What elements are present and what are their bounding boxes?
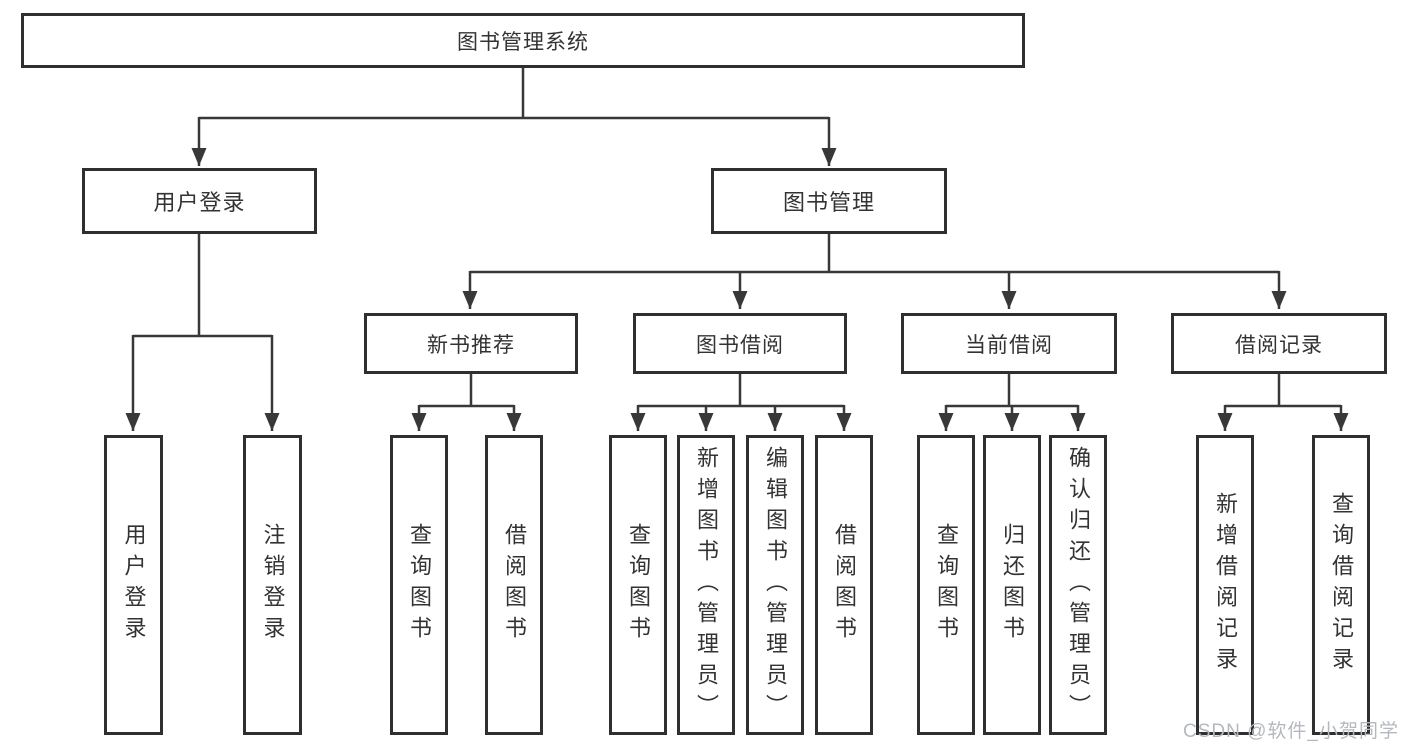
node-label: 查询图书 xyxy=(407,523,432,647)
node-query-borrow-record: 查询借阅记录 xyxy=(1312,435,1370,735)
node-label: 当前借阅 xyxy=(965,333,1053,357)
node-label: 借阅记录 xyxy=(1235,333,1323,357)
node-label: 图书借阅 xyxy=(696,333,784,357)
node-label: 查询图书 xyxy=(626,523,651,647)
node-library-management-system: 图书管理系统 xyxy=(21,13,1025,68)
connector-new-books-children xyxy=(411,374,522,431)
node-label: 借阅图书 xyxy=(832,523,857,647)
connector-book-management-children xyxy=(462,234,1287,309)
node-label: 用户登录 xyxy=(121,523,147,647)
node-label: 借阅图书 xyxy=(502,523,527,647)
csdn-watermark: CSDN @软件_小贺同学 xyxy=(1183,721,1399,742)
node-borrowing-records: 借阅记录 xyxy=(1171,313,1387,374)
node-book-borrowing: 图书借阅 xyxy=(633,313,847,374)
node-user-login: 用户登录 xyxy=(82,168,317,234)
node-return-books: 归还图书 xyxy=(983,435,1041,735)
node-edit-books-admin: 编辑图书（管理员） xyxy=(746,435,804,735)
node-label: 新增借阅记录 xyxy=(1213,492,1238,678)
node-label: 查询借阅记录 xyxy=(1329,492,1354,678)
node-logout: 注销登录 xyxy=(243,435,302,735)
node-query-books-1: 查询图书 xyxy=(390,435,448,735)
node-user-login-action: 用户登录 xyxy=(104,435,163,735)
node-label: 新书推荐 xyxy=(427,333,515,357)
node-label: 注销登录 xyxy=(260,523,286,647)
connector-book-borrow-children xyxy=(630,374,852,431)
node-borrow-books-2: 借阅图书 xyxy=(815,435,873,735)
node-confirm-return-admin: 确认归还（管理员） xyxy=(1049,435,1107,735)
node-borrow-books-1: 借阅图书 xyxy=(485,435,543,735)
node-new-book-recommend: 新书推荐 xyxy=(364,313,578,374)
connector-borrow-records-children xyxy=(1217,374,1349,431)
node-query-books-3: 查询图书 xyxy=(917,435,975,735)
node-label: 图书管理 xyxy=(782,190,875,215)
node-label: 图书管理系统 xyxy=(457,30,589,54)
node-label: 用户登录 xyxy=(153,190,246,215)
node-book-management: 图书管理 xyxy=(711,168,947,234)
node-query-books-2: 查询图书 xyxy=(609,435,667,735)
connector-user-login-children xyxy=(125,234,280,431)
node-label: 查询图书 xyxy=(934,523,959,647)
node-label: 确认归还（管理员） xyxy=(1066,445,1091,725)
node-label: 新增图书（管理员） xyxy=(694,445,719,725)
connector-current-borrow-children xyxy=(938,374,1086,431)
node-add-borrow-record: 新增借阅记录 xyxy=(1196,435,1254,735)
node-label: 归还图书 xyxy=(1000,523,1025,647)
connector-root-to-level2 xyxy=(191,68,837,166)
node-add-books-admin: 新增图书（管理员） xyxy=(677,435,735,735)
node-label: 编辑图书（管理员） xyxy=(763,445,788,725)
node-current-borrowing: 当前借阅 xyxy=(901,313,1117,374)
